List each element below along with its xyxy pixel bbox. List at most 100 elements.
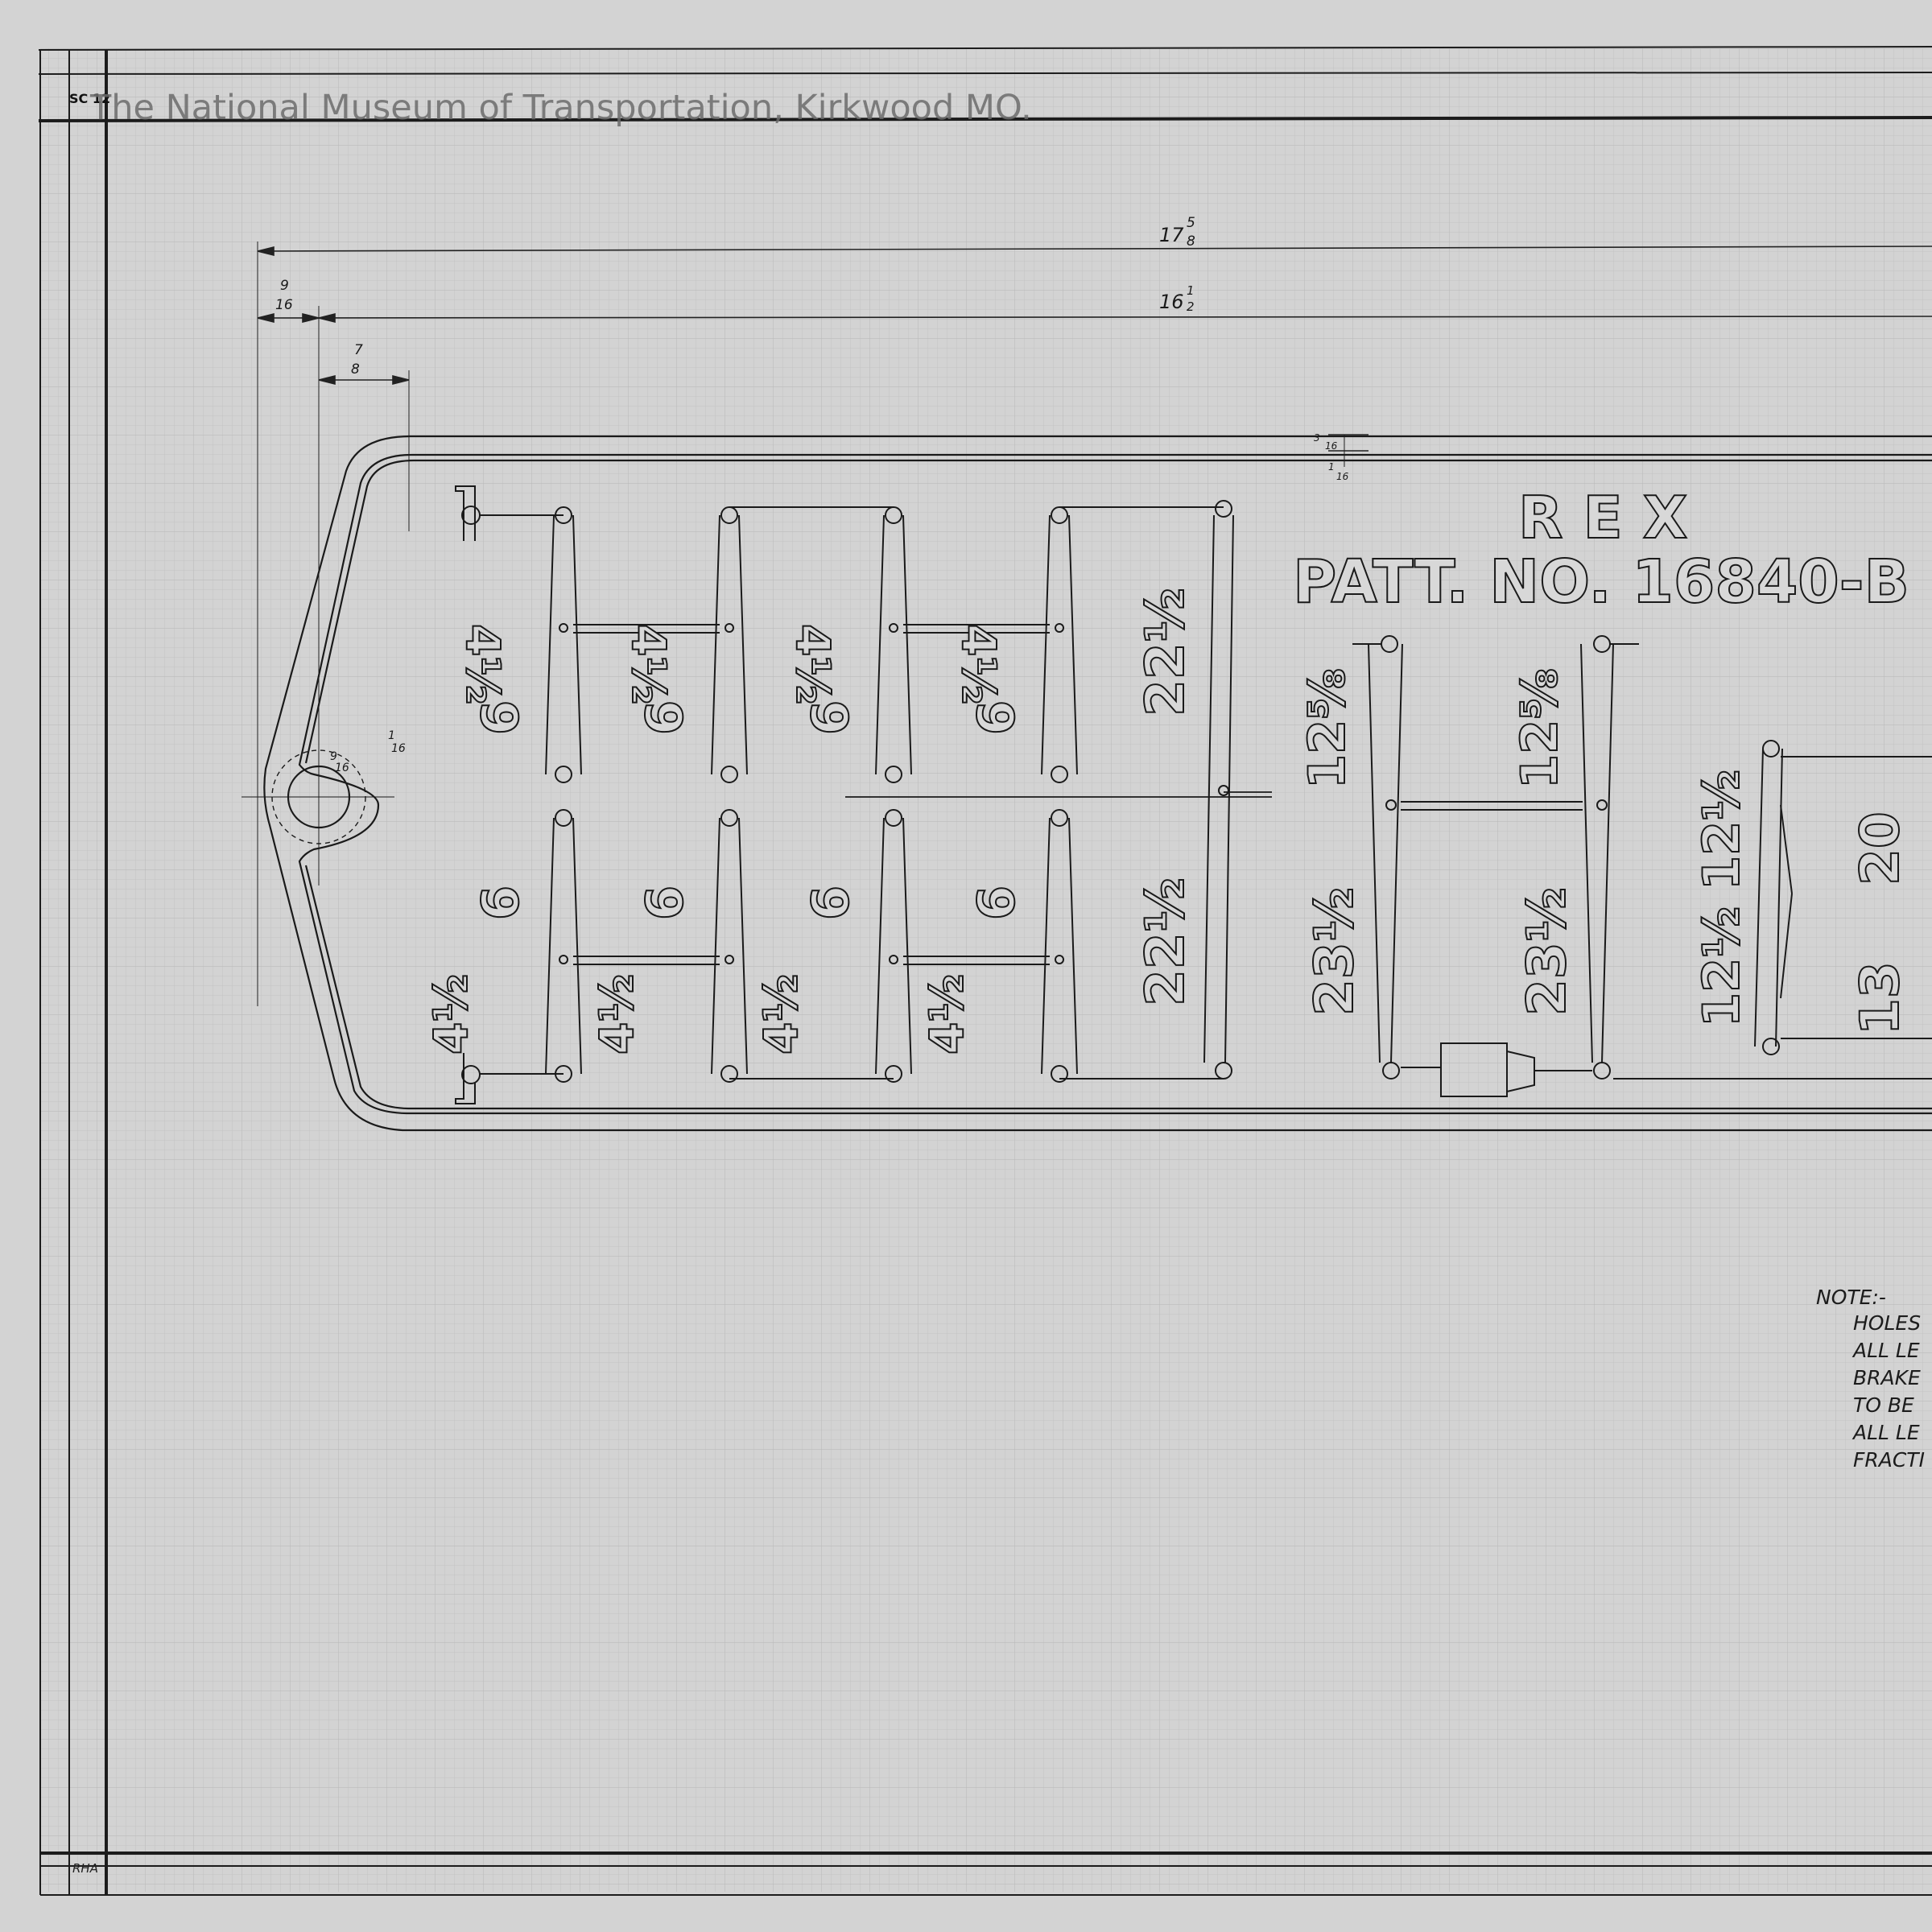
plate-lettering: R E X PATT. NO. 16840-B	[1292, 483, 1910, 617]
bottom-size-1: 9	[469, 886, 528, 920]
panel-top-size: 22½	[1134, 588, 1196, 716]
dim-inner-width: 16	[1159, 291, 1184, 313]
right-top-size: 20	[1849, 811, 1911, 886]
runner-bar	[902, 817, 912, 1075]
dim-hole-rim-num: 1	[388, 729, 395, 742]
runner-end	[555, 809, 572, 827]
pair-top-size-1: 12⅝	[1298, 668, 1356, 789]
runner-bar	[711, 514, 720, 775]
bottom-fraction-3: 4½	[753, 974, 808, 1055]
top-fraction-4: 4½	[952, 624, 1006, 704]
runner-bar	[1775, 748, 1783, 1047]
runner-bar	[902, 514, 912, 775]
top-size-1: 9	[469, 700, 528, 735]
runner-end	[1215, 1062, 1232, 1080]
top-fraction-2: 4½	[621, 624, 676, 704]
letter-runners	[480, 500, 1932, 1083]
dim-hole-rim-den: 16	[391, 742, 406, 755]
runner-bar	[1580, 643, 1593, 1063]
runner-pin	[1385, 799, 1397, 811]
plate-outline	[242, 435, 1932, 1132]
dim-left-offset-den: 16	[275, 297, 293, 313]
runner-end	[1051, 1065, 1068, 1083]
mid-top-size: 12½	[1692, 770, 1751, 890]
dim-inner-width-num: 1	[1187, 283, 1195, 298]
runner-bar	[711, 817, 720, 1075]
runner-end	[1593, 1062, 1611, 1080]
border-frame	[38, 46, 1932, 1896]
dim-overall-width-den: 8	[1187, 233, 1195, 250]
runner-bar	[875, 514, 885, 775]
pair-bottom-size-2: 23½	[1516, 887, 1578, 1016]
runner-pin	[724, 955, 734, 964]
dim-rim-top-num: 3	[1314, 432, 1320, 444]
runner-bar	[1390, 643, 1403, 1063]
mid-bottom-size: 12½	[1692, 906, 1751, 1027]
runner-end	[720, 809, 738, 827]
note-heading: NOTE:-	[1816, 1286, 1886, 1309]
dim-hole-den: 16	[335, 762, 349, 774]
initials-line-1: RHA	[72, 1861, 98, 1876]
note-block: NOTE:- HOLES ALL LE BRAKE TO BE ALL LE F…	[1816, 1286, 1925, 1472]
pair-bottom-size-1: 23½	[1303, 887, 1365, 1016]
note-line-6: FRACTI	[1853, 1448, 1925, 1472]
runner-bar	[738, 514, 748, 775]
runner-pin	[559, 955, 568, 964]
runner-end	[885, 809, 902, 827]
runner-bar	[1203, 514, 1215, 1063]
runner-bar	[1224, 514, 1234, 1063]
dim-overall-width: 17	[1159, 224, 1184, 246]
runner-bar	[1754, 748, 1764, 1047]
runner-bar	[1601, 643, 1614, 1063]
bottom-size-3: 9	[799, 886, 858, 920]
top-fraction-3: 4½	[786, 624, 840, 704]
runner-end	[885, 1065, 902, 1083]
dim-rim-inner-num: 1	[1328, 461, 1335, 473]
runner-bar	[1780, 893, 1793, 999]
sheet-code: SC 12	[69, 91, 110, 106]
note-line-5: ALL LE	[1852, 1421, 1920, 1444]
runner-pin	[889, 623, 898, 633]
runner-pin	[1055, 955, 1064, 964]
watermark: The National Museum of Transportation, K…	[89, 88, 1032, 128]
runner-bar	[1041, 817, 1051, 1075]
size-numbers: 4½ 4½ 4½ 4½ 9 9 9 9 9 9 9 9 4½ 4½ 4½ 4½ …	[423, 587, 1912, 1055]
runner-end	[1762, 740, 1780, 758]
runner-end	[1051, 766, 1068, 783]
bottom-fraction-1: 4½	[423, 974, 478, 1055]
top-size-3: 9	[799, 700, 858, 735]
runner-bar	[1780, 804, 1793, 894]
dimension-lines	[257, 242, 1932, 1006]
dim-lug-offset-den: 8	[351, 361, 360, 378]
runner-end	[1215, 500, 1232, 518]
connector-block	[1440, 1042, 1535, 1097]
runner-end	[1382, 1062, 1400, 1080]
plate-brand: R E X	[1518, 484, 1687, 551]
lugs	[455, 485, 1272, 1104]
dim-rim-inner-den: 16	[1336, 471, 1349, 482]
runner-pin	[724, 623, 734, 633]
top-size-4: 9	[965, 700, 1024, 735]
runner-bar	[738, 817, 748, 1075]
runner-pin	[1218, 785, 1229, 796]
dim-inner-width-den: 2	[1187, 299, 1195, 314]
top-fraction-1: 4½	[456, 624, 510, 704]
dim-left-offset-num: 9	[280, 278, 289, 294]
note-line-4: TO BE	[1853, 1393, 1914, 1417]
bottom-fraction-2: 4½	[589, 974, 644, 1055]
pair-top-size-2: 12⅝	[1510, 668, 1569, 789]
runner-pin	[1055, 623, 1064, 633]
note-line-1: HOLES	[1853, 1311, 1921, 1335]
bottom-size-4: 9	[965, 886, 1024, 920]
runner-end	[720, 766, 738, 783]
runner-bar	[545, 817, 555, 1075]
runner-bar	[572, 514, 582, 775]
runner-bar	[1068, 514, 1078, 775]
runner-pin	[1596, 799, 1608, 811]
runner-end	[555, 766, 572, 783]
grid-major	[40, 48, 1932, 1892]
right-bottom-size: 13	[1849, 961, 1911, 1035]
runner-bar	[1368, 643, 1381, 1063]
runner-bar	[1068, 817, 1078, 1075]
